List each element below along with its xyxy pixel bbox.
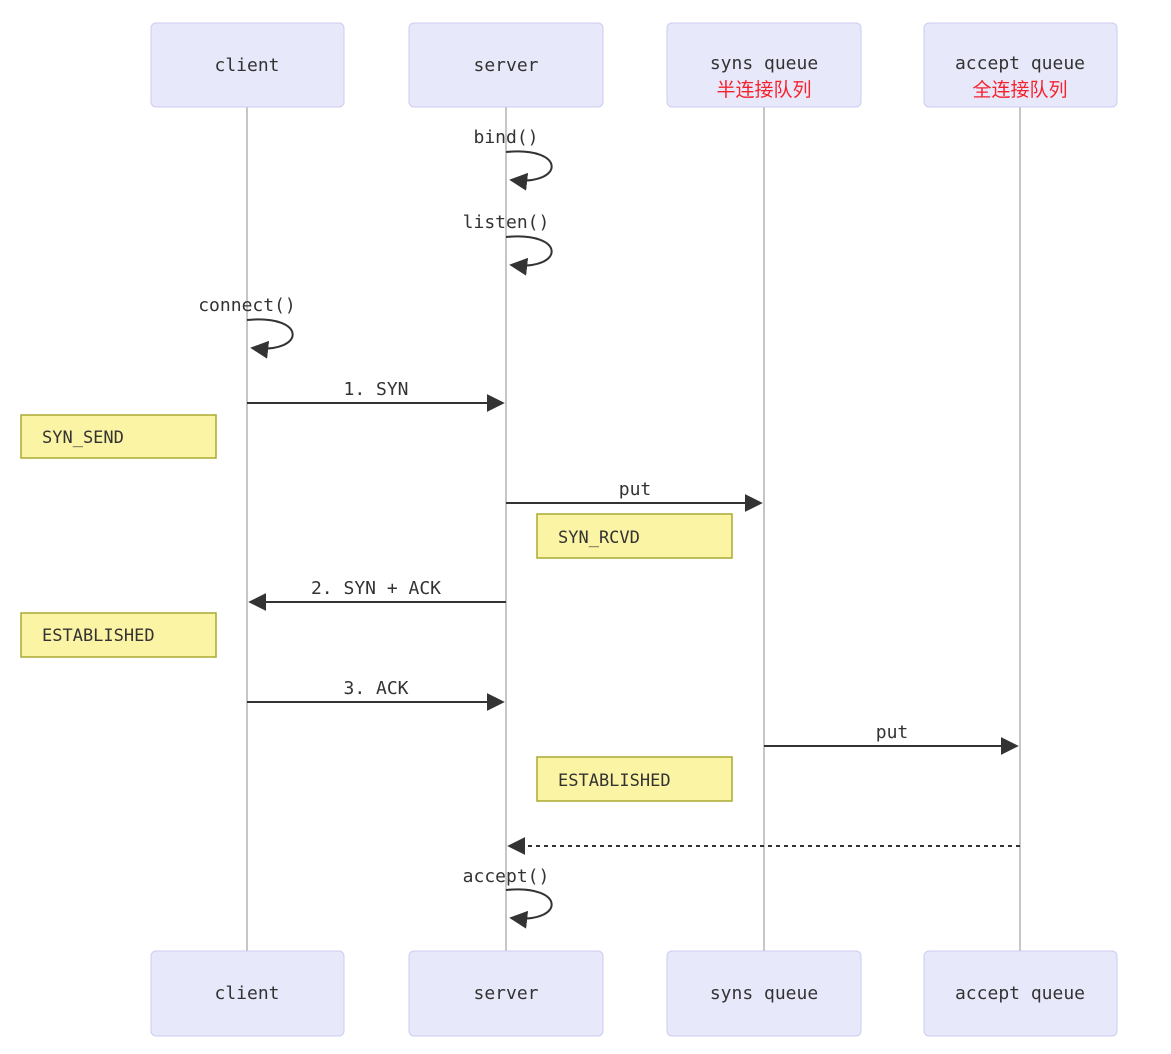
actor-sublabel-syns-queue: 半连接队列 [716,79,811,101]
actor-label-server-top: server [473,55,538,76]
actor-box-client-bottom [150,950,345,1037]
actor-label-syns-queue-top: syns queue [710,53,818,74]
self-message-bind-loop [505,150,553,191]
message-put2-label: put [876,722,909,743]
actor-box-syns-queue-bottom [666,950,862,1037]
self-message-listen-loop [505,235,553,276]
note-syn-send: SYN_SEND [20,414,217,459]
note-established-client-label: ESTABLISHED [42,626,155,646]
actor-box-accept-queue-top [923,22,1118,108]
actor-label-syns-queue-bottom: syns queue [710,983,818,1004]
actor-box-client-top [150,22,345,108]
self-message-accept: accept() [463,866,553,929]
self-message-connect-label: connect() [198,295,296,316]
note-established-client: ESTABLISHED [20,612,217,658]
actors-top: client server syns queue 半连接队列 accept qu… [150,22,1118,108]
actor-box-accept-queue-bottom [923,950,1118,1037]
note-syn-send-label: SYN_SEND [42,428,124,448]
actors-bottom: client server syns queue accept queue [150,950,1118,1037]
actor-sublabel-accept-queue: 全连接队列 [972,79,1067,101]
self-message-connect: connect() [198,295,296,359]
self-message-listen-label: listen() [463,212,550,233]
message-syn-ack-label: 2. SYN + ACK [311,578,441,599]
self-message-bind-label: bind() [473,127,538,148]
actor-box-syns-queue-top [666,22,862,108]
actor-label-accept-queue-top: accept queue [955,53,1085,74]
message-ack: 3. ACK [247,678,505,711]
message-syn: 1. SYN [247,379,505,412]
message-syn-label: 1. SYN [343,379,408,400]
self-message-accept-loop [505,888,553,929]
actor-box-server-bottom [408,950,604,1037]
actor-label-client-bottom: client [214,983,279,1004]
note-established-server: ESTABLISHED [536,756,733,802]
actor-box-server-top [408,22,604,108]
note-established-client-box [20,612,217,658]
note-established-server-box [536,756,733,802]
message-put2: put [764,722,1019,755]
actor-label-client-top: client [214,55,279,76]
actor-label-accept-queue-bottom: accept queue [955,983,1085,1004]
self-message-connect-loop [246,318,294,359]
note-syn-rcvd-label: SYN_RCVD [558,528,640,548]
note-syn-rcvd: SYN_RCVD [536,513,733,559]
self-message-bind: bind() [473,127,553,191]
self-message-listen: listen() [463,212,553,276]
lifelines [246,107,1021,951]
note-established-server-label: ESTABLISHED [558,771,671,791]
message-put1-label: put [619,479,652,500]
self-message-accept-label: accept() [463,866,550,887]
message-ack-label: 3. ACK [343,678,408,699]
note-syn-rcvd-box [536,513,733,559]
actor-label-server-bottom: server [473,983,538,1004]
message-put1: put [506,479,763,512]
note-syn-send-box [20,414,217,459]
message-syn-ack: 2. SYN + ACK [248,578,506,611]
